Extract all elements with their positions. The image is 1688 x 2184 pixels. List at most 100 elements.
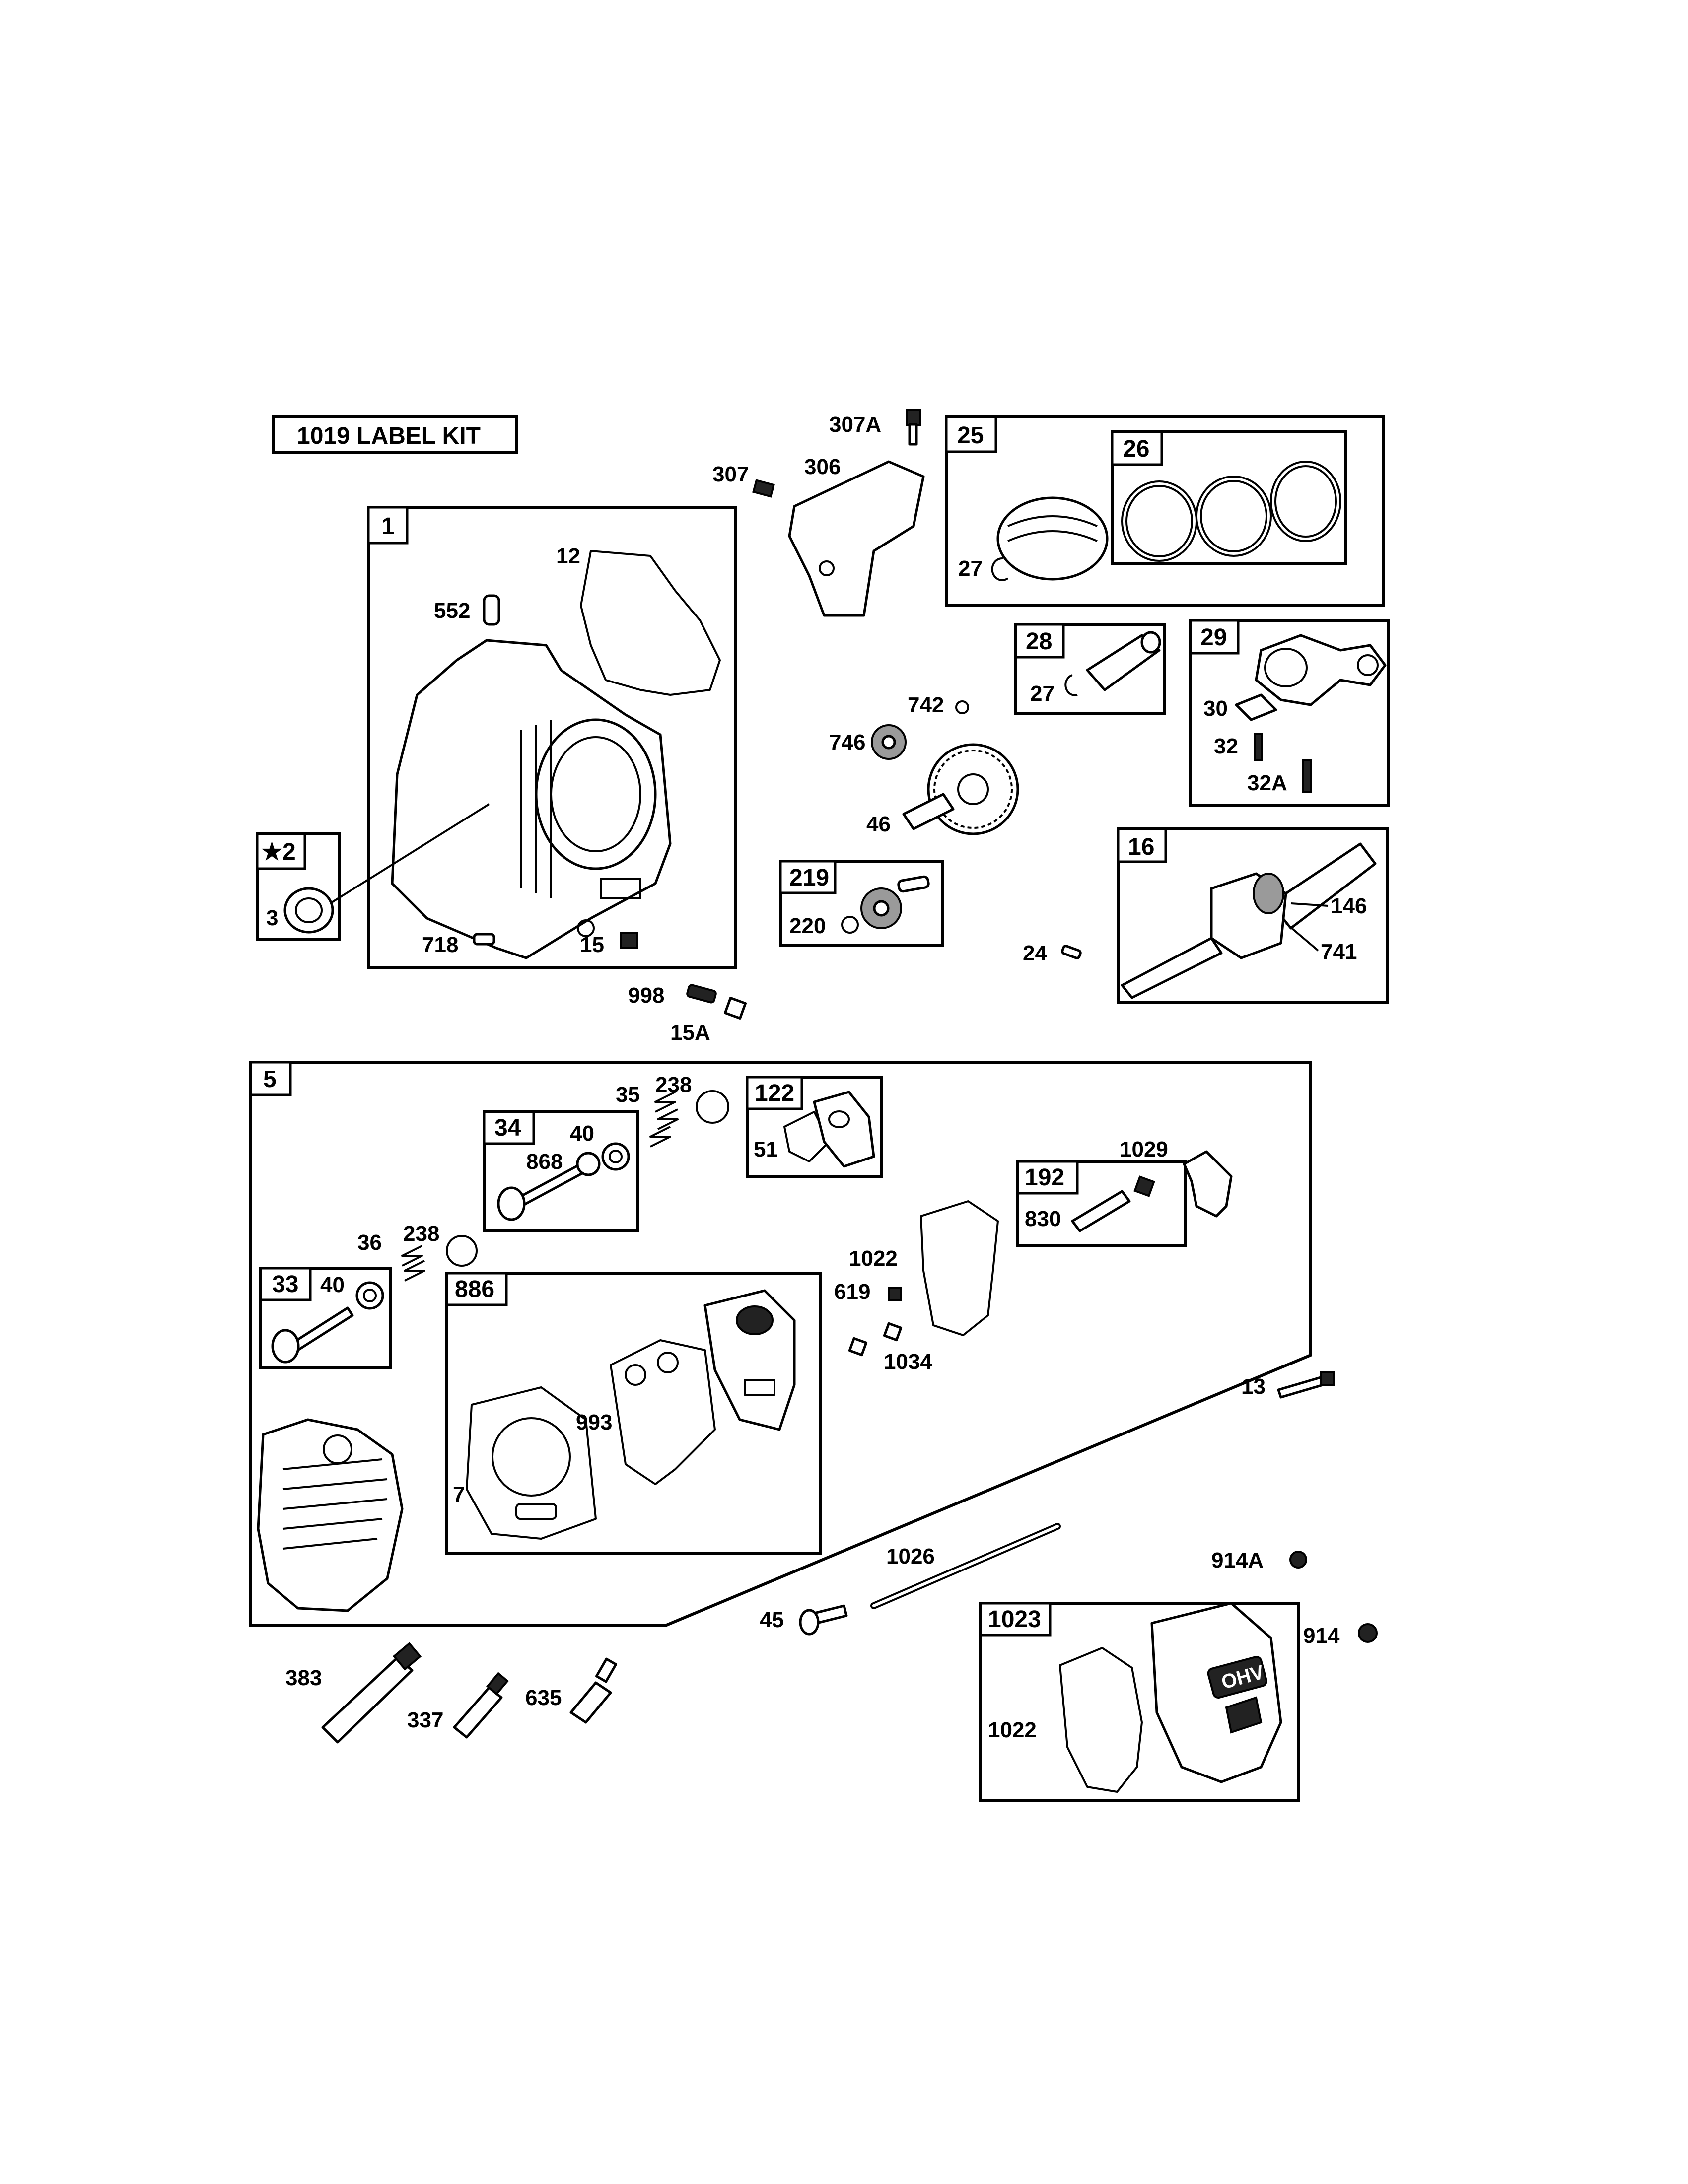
callout-15A: 15A <box>670 1021 710 1045</box>
spark-plug-337-terminal <box>486 1672 509 1696</box>
wrist-pin-end <box>1140 631 1161 654</box>
seal-40-top-inner <box>609 1150 623 1163</box>
bolt-32 <box>1254 733 1263 761</box>
valve-33 <box>291 1306 354 1352</box>
camshaft <box>902 793 955 830</box>
callout-383: 383 <box>285 1666 322 1690</box>
assembly-2-label: ★2 <box>261 839 296 865</box>
callout-718: 718 <box>422 933 458 957</box>
intake-adapter-port <box>828 1110 850 1128</box>
assembly-5-outline <box>249 1061 1312 1627</box>
gasket-993-hole-1 <box>625 1364 646 1386</box>
intake-gasket-plate-slot <box>744 1379 775 1396</box>
assembly-28-label: 28 <box>1026 628 1052 655</box>
clip-27-piston <box>991 557 1009 581</box>
callout-32A: 32A <box>1247 771 1287 795</box>
governor-shaft <box>897 875 930 893</box>
callout-3: 3 <box>266 906 278 930</box>
assembly-16-crankshaft: 16 146 741 24 <box>1023 827 1389 1004</box>
rod-cap-30 <box>1235 693 1277 721</box>
governor-gear-hub <box>873 900 890 917</box>
part-635-end <box>595 1657 618 1683</box>
ring-1 <box>1121 480 1197 562</box>
callout-15: 15 <box>580 933 604 957</box>
bottom-left-parts: 383 337 635 <box>285 1642 618 1744</box>
retainer-238-top <box>696 1090 729 1124</box>
push-rod-group: 1026 45 <box>760 1523 1061 1636</box>
cylinder-fins <box>520 720 552 898</box>
assembly-5-cylinder-head: 5 35 238 122 51 34 40 868 36 238 33 <box>249 1061 1312 1627</box>
head-gasket-7-bore <box>492 1417 571 1497</box>
callout-35: 35 <box>616 1083 640 1107</box>
cam-gear-46 <box>927 743 1019 835</box>
assembly-1023-valve-cover: 1023 1022 OHV <box>979 1602 1300 1802</box>
callout-337: 337 <box>407 1708 443 1732</box>
nut-15A <box>723 996 747 1020</box>
leader-146 <box>1290 902 1329 907</box>
callout-742: 742 <box>908 693 944 717</box>
tool-383 <box>321 1656 414 1744</box>
cam-gear-46-teeth <box>933 750 1013 829</box>
washer-742 <box>955 700 969 714</box>
callout-635: 635 <box>525 1686 562 1710</box>
screw-307A-shank <box>908 423 918 446</box>
assembly-29-label: 29 <box>1200 624 1227 651</box>
assembly-122-label: 122 <box>755 1080 794 1106</box>
nut-1034-a <box>848 1337 868 1357</box>
key-24 <box>1061 945 1082 959</box>
gasket-51 <box>783 1111 830 1162</box>
cylinder-bore <box>535 718 657 870</box>
retainer-238-left <box>446 1235 478 1267</box>
leader-seal <box>329 803 490 904</box>
crankcase-port <box>600 878 641 899</box>
callout-1022-cover: 1022 <box>988 1718 1037 1742</box>
callout-238-left: 238 <box>403 1222 439 1246</box>
callout-13: 13 <box>1241 1374 1266 1399</box>
rod-small-end <box>1357 654 1379 676</box>
callout-619: 619 <box>834 1280 870 1304</box>
head-bolt-13-head <box>1320 1371 1335 1386</box>
rod-big-end <box>1264 648 1308 687</box>
head-gasket-7-slot <box>515 1503 557 1520</box>
gasket-993 <box>610 1339 716 1485</box>
callout-306: 306 <box>804 455 841 479</box>
head-bolt-13 <box>1277 1376 1325 1399</box>
ring-2-inner <box>1200 480 1267 552</box>
callout-40-top: 40 <box>570 1121 594 1146</box>
head-bolt-group: 13 <box>1241 1371 1335 1399</box>
crank-gear-146 <box>1253 873 1284 914</box>
valve-cover-gasket-1022 <box>920 1200 999 1336</box>
assembly-5-label: 5 <box>263 1066 277 1092</box>
tool-383-end <box>392 1642 422 1671</box>
breather-parts: 998 15A <box>628 983 747 1045</box>
ring-3-inner <box>1274 465 1337 538</box>
cam-gear-46-hub <box>957 773 989 805</box>
assembly-886-label: 886 <box>455 1276 494 1302</box>
callout-914A: 914A <box>1211 1548 1264 1572</box>
assembly-219-governor: 219 220 <box>779 860 944 947</box>
callout-146: 146 <box>1331 894 1367 918</box>
rocker-stud-830 <box>1071 1190 1131 1232</box>
assembly-219-label: 219 <box>789 865 829 891</box>
callout-552: 552 <box>434 599 470 623</box>
assembly-1-crankcase: 1 12 552 718 15 <box>367 506 737 969</box>
assembly-25-piston: 25 27 26 <box>945 415 1385 607</box>
part-635 <box>569 1681 612 1724</box>
callout-40-left: 40 <box>320 1273 345 1297</box>
intake-adapter-122 <box>813 1091 875 1168</box>
assembly-2-seal: ★2 3 <box>256 803 490 941</box>
cylinder-head-body <box>257 1418 404 1612</box>
head-gasket-7 <box>466 1386 597 1540</box>
callout-30: 30 <box>1203 696 1228 721</box>
callout-27-piston: 27 <box>958 556 983 581</box>
assembly-26-label: 26 <box>1123 436 1149 462</box>
valve-cover-emblem <box>1225 1696 1263 1734</box>
callout-741: 741 <box>1321 940 1357 964</box>
callout-307A: 307A <box>829 412 881 437</box>
callout-1022-head: 1022 <box>849 1246 898 1271</box>
callout-7: 7 <box>453 1482 465 1506</box>
gear-746-hub <box>881 735 896 750</box>
assembly-33-label: 33 <box>272 1271 298 1297</box>
callout-1029: 1029 <box>1120 1137 1168 1161</box>
